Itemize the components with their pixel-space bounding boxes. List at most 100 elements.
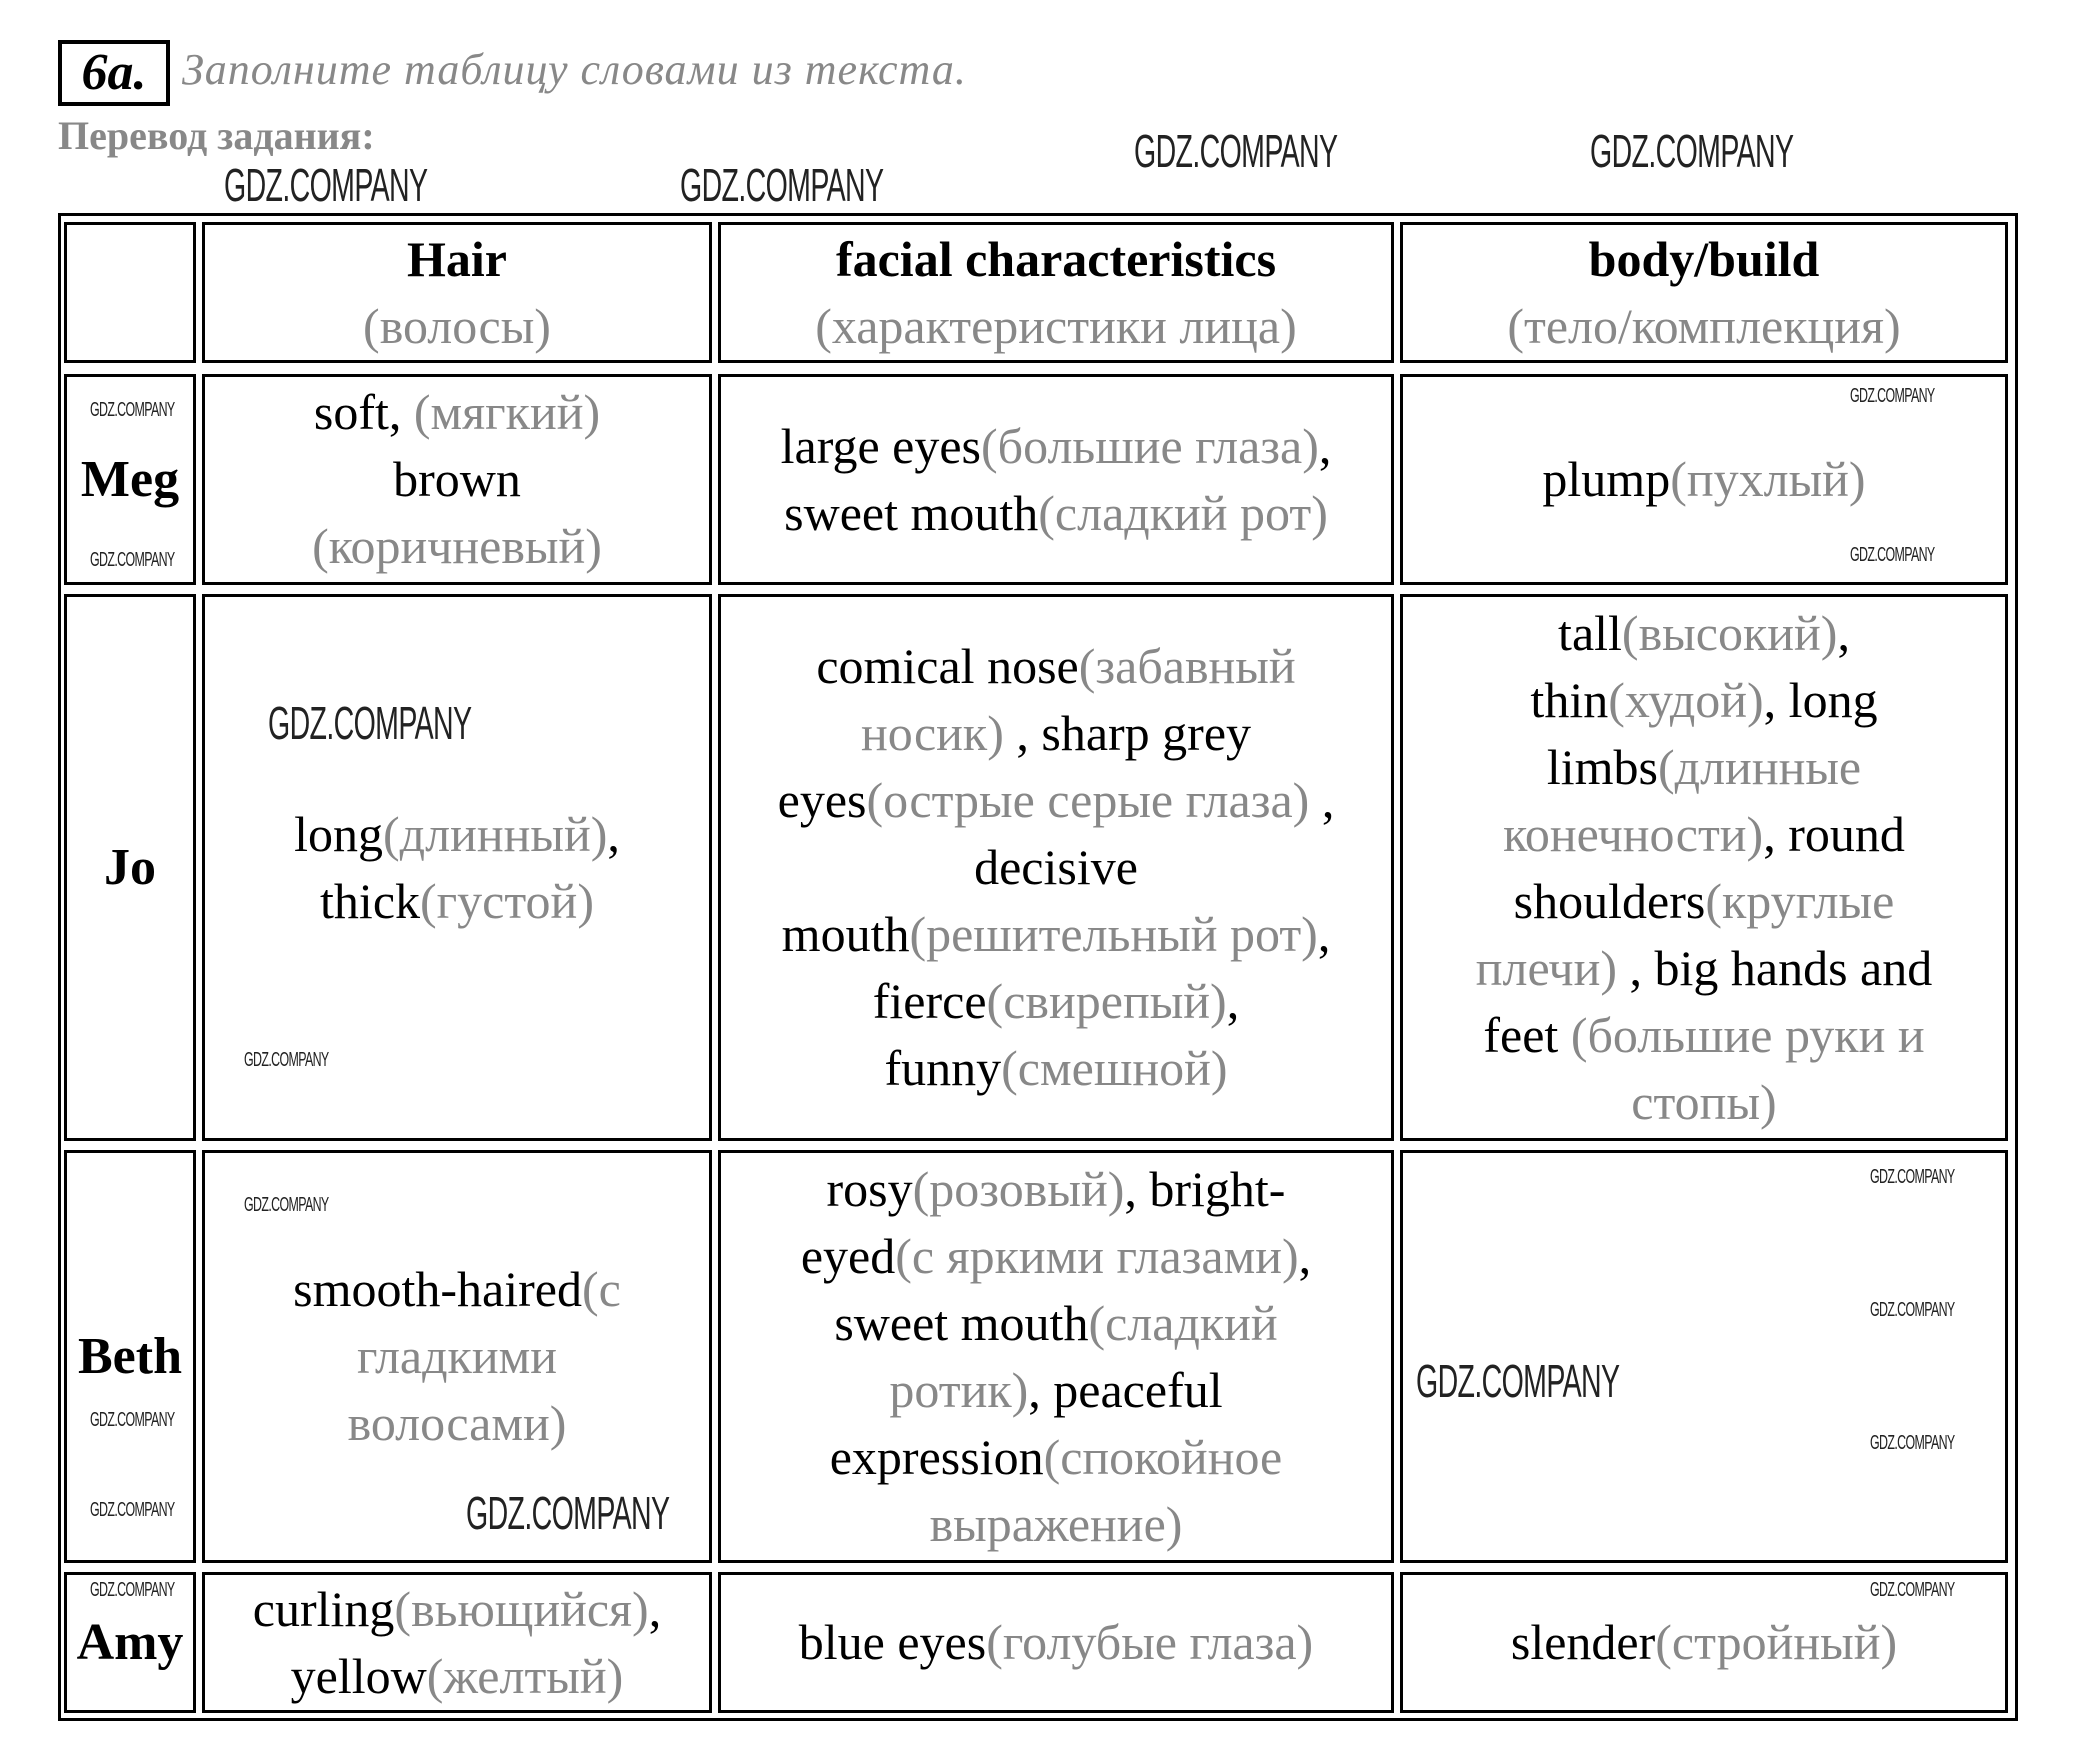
cell-line: long(длинный), <box>294 801 620 868</box>
header-russian: (волосы) <box>363 297 551 354</box>
table-cell: smooth-haired(с гладкими волосами) <box>202 1150 712 1563</box>
russian-translation: гладкими <box>357 1328 557 1384</box>
cell-line: funny(смешной) <box>885 1035 1228 1102</box>
russian-translation: (худой) <box>1608 671 1764 728</box>
watermark: GDZ.COMPANY <box>244 1194 329 1216</box>
english-word: thin <box>1530 671 1609 728</box>
russian-translation: (вьющийся) <box>394 1580 649 1637</box>
russian-translation: (большие глаза) <box>981 417 1319 474</box>
table-cell: large eyes(большие глаза),sweet mouth(сл… <box>718 374 1394 585</box>
russian-translation: (свирепый) <box>986 973 1227 1029</box>
russian-translation: (коричневый) <box>312 518 602 574</box>
russian-translation: (длинный) <box>383 805 608 862</box>
row-name-cell: Jo <box>64 594 196 1141</box>
character-name: Meg <box>80 451 180 508</box>
english-word: fierce <box>872 973 987 1029</box>
russian-translation: (с <box>581 1261 621 1317</box>
english-word: , <box>1309 772 1335 828</box>
watermark: GDZ.COMPANY <box>224 159 428 211</box>
watermark: GDZ.COMPANY <box>1850 385 1935 407</box>
russian-translation: волосами) <box>347 1395 567 1451</box>
english-word: , bright- <box>1124 1160 1286 1217</box>
cell-line: expression(спокойное <box>830 1424 1283 1491</box>
header-cell: body/build(тело/комплекция) <box>1400 222 2008 363</box>
watermark: GDZ.COMPANY <box>466 1487 670 1539</box>
english-word: comical nose <box>816 638 1079 694</box>
russian-translation: (стройный) <box>1655 1614 1898 1670</box>
cell-line: eyed(с яркими глазами), <box>801 1223 1311 1290</box>
russian-translation: плечи) <box>1475 939 1617 996</box>
cell-line: curling(вьющийся), <box>253 1576 661 1643</box>
task-instruction: Заполните таблицу словами из текста. <box>182 45 967 94</box>
russian-translation: (мягкий) <box>413 384 601 440</box>
table-cell: soft, (мягкий)brown(коричневый) <box>202 374 712 585</box>
english-word: expression <box>829 1428 1044 1485</box>
table-cell: blue eyes(голубые глаза) <box>718 1572 1394 1713</box>
english-word: mouth <box>781 906 910 962</box>
table-cell: plump(пухлый) <box>1400 374 2008 585</box>
english-word: , <box>1837 604 1850 661</box>
russian-translation: (сладкий <box>1088 1294 1278 1351</box>
cell-line: shoulders(круглые <box>1514 868 1895 935</box>
cell-line: sweet mouth(сладкий рот) <box>784 480 1328 547</box>
english-word: , big hands and <box>1616 939 1933 996</box>
cell-line: tall(высокий), <box>1558 600 1850 667</box>
english-word: smooth-haired <box>293 1261 582 1317</box>
cell-line: fierce(свирепый), <box>873 968 1239 1035</box>
cell-line: конечности), round <box>1503 801 1905 868</box>
russian-translation: (высокий) <box>1621 604 1838 661</box>
watermark: GDZ.COMPANY <box>1850 544 1935 566</box>
russian-translation: (острые серые глаза) <box>866 772 1310 828</box>
watermark: GDZ.COMPANY <box>1870 1432 1955 1454</box>
english-word: blue eyes <box>798 1614 987 1670</box>
cell-line: mouth(решительный рот), <box>782 901 1331 968</box>
cell-line: soft, (мягкий) <box>314 379 600 446</box>
english-word: yellow <box>290 1647 427 1704</box>
watermark: GDZ.COMPANY <box>1870 1166 1955 1188</box>
cell-line: feet (большие руки и <box>1483 1002 1924 1069</box>
cell-line: brown <box>393 446 521 513</box>
english-word: rosy <box>826 1160 913 1217</box>
cell-line: thick(густой) <box>320 868 594 935</box>
cell-line: limbs(длинные <box>1547 734 1861 801</box>
russian-translation: (решительный рот) <box>909 906 1318 962</box>
header-cell: facial characteristics(характеристики ли… <box>718 222 1394 363</box>
watermark: GDZ.COMPANY <box>90 1579 175 1601</box>
english-word: , <box>1318 417 1332 474</box>
header-english: Hair <box>407 230 507 287</box>
watermark: GDZ.COMPANY <box>1870 1579 1955 1601</box>
english-word: , peaceful <box>1028 1361 1223 1418</box>
english-word: sweet mouth <box>784 484 1039 541</box>
watermark: GDZ.COMPANY <box>90 1409 175 1431</box>
russian-translation: ротик) <box>889 1361 1029 1418</box>
table-cell: curling(вьющийся),yellow(желтый) <box>202 1572 712 1713</box>
header-english: facial characteristics <box>835 230 1277 287</box>
russian-translation: (спокойное <box>1043 1428 1283 1485</box>
watermark: GDZ.COMPANY <box>1870 1299 1955 1321</box>
english-word: , <box>1226 973 1240 1029</box>
russian-translation: (длинные <box>1658 738 1862 795</box>
english-word: curling <box>252 1580 395 1637</box>
russian-translation: (пухлый) <box>1670 451 1866 507</box>
header-cell: Hair (волосы) <box>202 222 712 363</box>
cell-line: выражение) <box>930 1491 1183 1558</box>
watermark: GDZ.COMPANY <box>268 697 472 749</box>
table-cell: slender(стройный) <box>1400 1572 2008 1713</box>
russian-translation: (смешной) <box>1001 1040 1228 1096</box>
english-word: , <box>1317 906 1331 962</box>
english-word: tall <box>1558 604 1622 661</box>
watermark: GDZ.COMPANY <box>1590 125 1794 177</box>
russian-translation: (с яркими глазами) <box>895 1227 1299 1284</box>
cell-line: comical nose(забавный <box>816 633 1295 700</box>
russian-translation: конечности) <box>1503 805 1764 862</box>
russian-translation: стопы) <box>1631 1073 1777 1130</box>
cell-line: волосами) <box>348 1390 567 1457</box>
table-cell <box>1400 1150 2008 1563</box>
watermark: GDZ.COMPANY <box>90 1499 175 1521</box>
russian-translation: (сладкий рот) <box>1038 484 1328 541</box>
russian-translation: (желтый) <box>426 1647 624 1704</box>
english-word: funny <box>884 1040 1002 1096</box>
english-word: slender <box>1510 1614 1656 1670</box>
